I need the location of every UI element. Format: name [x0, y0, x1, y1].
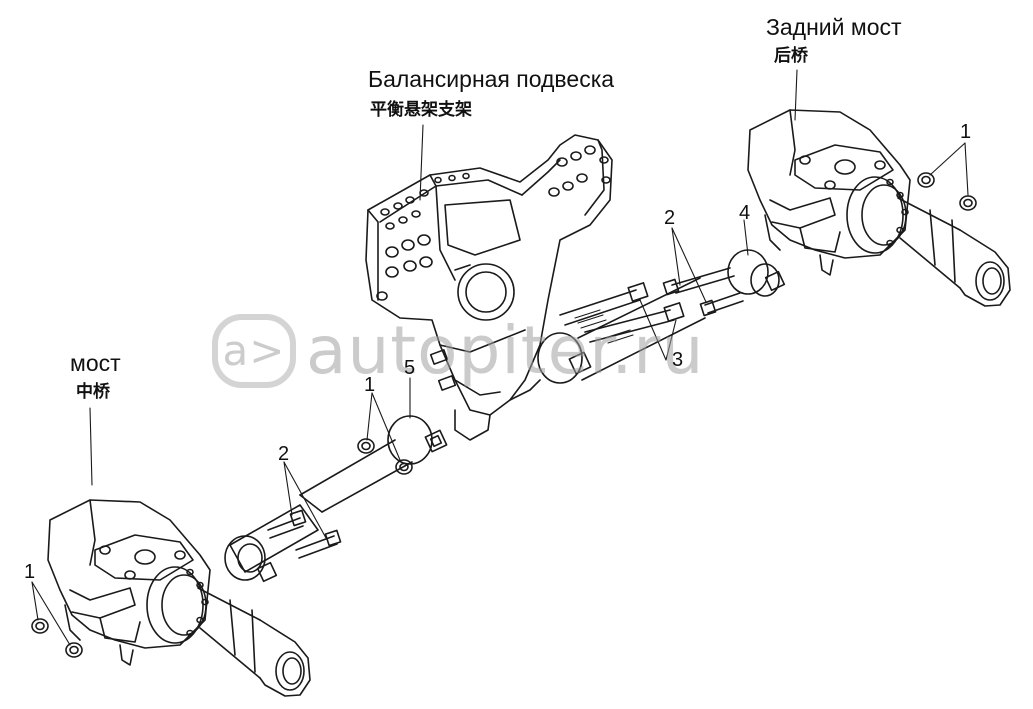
mid-axle-housing — [47, 499, 311, 697]
mid-axle-label-cn: 中桥 — [76, 382, 110, 402]
rear-axle-label-ru: Задний мост — [766, 14, 902, 40]
callout-1-bottom: 1 — [24, 561, 36, 583]
mid-axle-label-ru: мост — [70, 350, 121, 376]
upper-torque-rod — [537, 249, 786, 384]
callout-3: 3 — [672, 349, 684, 371]
leader-lines — [31, 69, 969, 646]
lower-torque-rod — [224, 415, 448, 583]
bolts — [267, 267, 744, 559]
balance-bracket — [365, 134, 613, 441]
balance-suspension-label-cn: 平衡悬架支架 — [370, 100, 472, 120]
callout-2-mid: 2 — [278, 443, 290, 465]
callout-2-rear: 2 — [664, 207, 676, 229]
callout-5: 5 — [404, 357, 416, 379]
bracket-holes — [376, 145, 611, 301]
callout-4: 4 — [739, 202, 751, 224]
balance-suspension-label-ru: Балансирная подвеска — [368, 66, 615, 92]
nuts — [31, 172, 977, 658]
callout-1-mid: 1 — [364, 374, 376, 396]
callout-1-rear: 1 — [960, 121, 972, 143]
rear-axle-label-cn: 后桥 — [774, 46, 808, 66]
rear-axle-housing — [747, 109, 1011, 307]
